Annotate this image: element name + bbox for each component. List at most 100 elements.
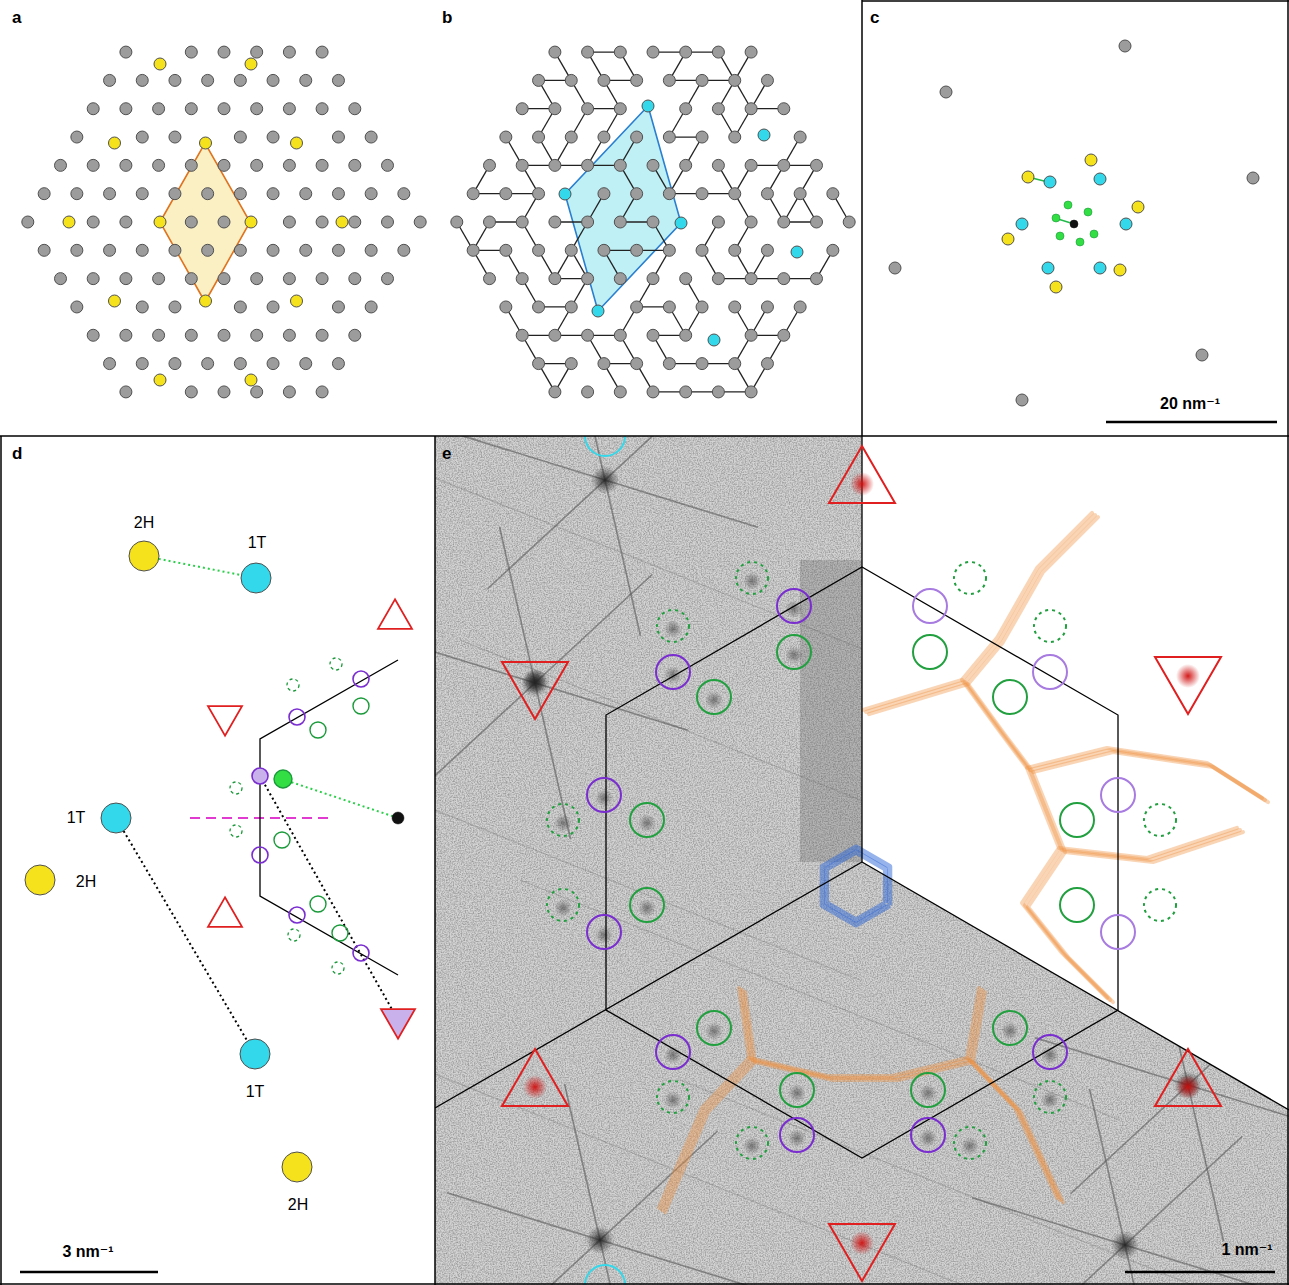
atom [729, 74, 741, 86]
panel-border [434, 436, 436, 1285]
atom [398, 244, 410, 256]
atom [234, 74, 246, 86]
atom [729, 188, 741, 200]
scale-bar [1125, 1271, 1275, 1274]
phase-label: 1T [67, 809, 86, 827]
diffraction-spot [595, 789, 613, 807]
kikuchi-line [1090, 1089, 1161, 1285]
atom [104, 74, 116, 86]
triangle-marker [502, 662, 568, 719]
atom [761, 74, 773, 86]
atom [647, 273, 659, 285]
kikuchi-line [1035, 1038, 1289, 1133]
atom-2h [63, 216, 75, 228]
atom-2h [154, 374, 166, 386]
panel-border [0, 1283, 1289, 1285]
dark-spot [1106, 466, 1134, 494]
atom [136, 131, 148, 143]
spot-1t [1120, 218, 1132, 230]
atom [663, 244, 675, 256]
cyan-marker [585, 436, 625, 456]
bragg-spot [1119, 40, 1131, 52]
panel-border [0, 435, 1289, 437]
atom [316, 273, 328, 285]
atom [251, 46, 263, 58]
atom [533, 131, 545, 143]
atom [712, 103, 724, 115]
atom [451, 216, 463, 228]
scale-label: 3 nm⁻¹ [62, 1243, 113, 1261]
purple-spot [777, 589, 811, 623]
atom [218, 216, 230, 228]
atom [120, 103, 132, 115]
diffraction-spot [554, 814, 572, 832]
dotted-spot [332, 962, 344, 974]
atom-1t [559, 188, 571, 200]
atom [332, 188, 344, 200]
atom [761, 301, 773, 313]
dotted-spot [1034, 1081, 1066, 1113]
atom [153, 159, 165, 171]
dark-spot [1174, 1071, 1202, 1099]
atom [696, 131, 708, 143]
atom [680, 386, 692, 398]
panel-c-pattern [889, 40, 1277, 422]
diffraction-spot [1001, 1022, 1019, 1040]
bragg-spot [889, 262, 901, 274]
atom [332, 358, 344, 370]
atom [500, 244, 512, 256]
atom [87, 273, 99, 285]
atom [631, 301, 643, 313]
panel-b-lattice [451, 46, 855, 398]
atom [349, 103, 361, 115]
blue-ring [822, 847, 890, 925]
atom [614, 386, 626, 398]
atom-2h [245, 374, 257, 386]
spot-2h [1002, 233, 1014, 245]
green-spot [780, 1073, 814, 1107]
atom [647, 329, 659, 341]
blue-ring [827, 852, 886, 920]
atom [647, 46, 659, 58]
atom [549, 216, 561, 228]
atom [712, 386, 724, 398]
triangle-marker [502, 1049, 568, 1106]
green-spot [310, 896, 326, 912]
atom [267, 301, 279, 313]
vector-line [116, 818, 255, 1054]
atom [631, 74, 643, 86]
dotted-spot [1144, 889, 1176, 921]
atom [120, 329, 132, 341]
green-spot [777, 635, 811, 669]
atom [104, 358, 116, 370]
kikuchi-line [1085, 324, 1156, 636]
superlattice-spot [1064, 201, 1072, 209]
kikuchi-line [972, 1198, 1278, 1285]
atom [104, 188, 116, 200]
atom [267, 188, 279, 200]
atom [316, 386, 328, 398]
atom-1t [791, 246, 803, 258]
triangle-spot [523, 1075, 547, 1099]
superlattice-spot [1052, 214, 1060, 222]
superlattice-spot [1084, 208, 1092, 216]
atom [251, 273, 263, 285]
atom [696, 301, 708, 313]
orange-trace [1028, 772, 1113, 1002]
diffraction-spot [638, 814, 656, 832]
spot-1t [1094, 262, 1106, 274]
atom [365, 188, 377, 200]
purple-spot [656, 1035, 690, 1069]
image-noise [435, 436, 1289, 1285]
dark-spot [1111, 1231, 1139, 1259]
vector-line [260, 776, 398, 1020]
atom [647, 216, 659, 228]
dark-spot [586, 1226, 614, 1254]
kikuchi-line [500, 527, 571, 839]
atom [71, 188, 83, 200]
atom [582, 273, 594, 285]
atom-1t [642, 100, 654, 112]
atom [332, 301, 344, 313]
atom [55, 159, 67, 171]
atom [631, 244, 643, 256]
